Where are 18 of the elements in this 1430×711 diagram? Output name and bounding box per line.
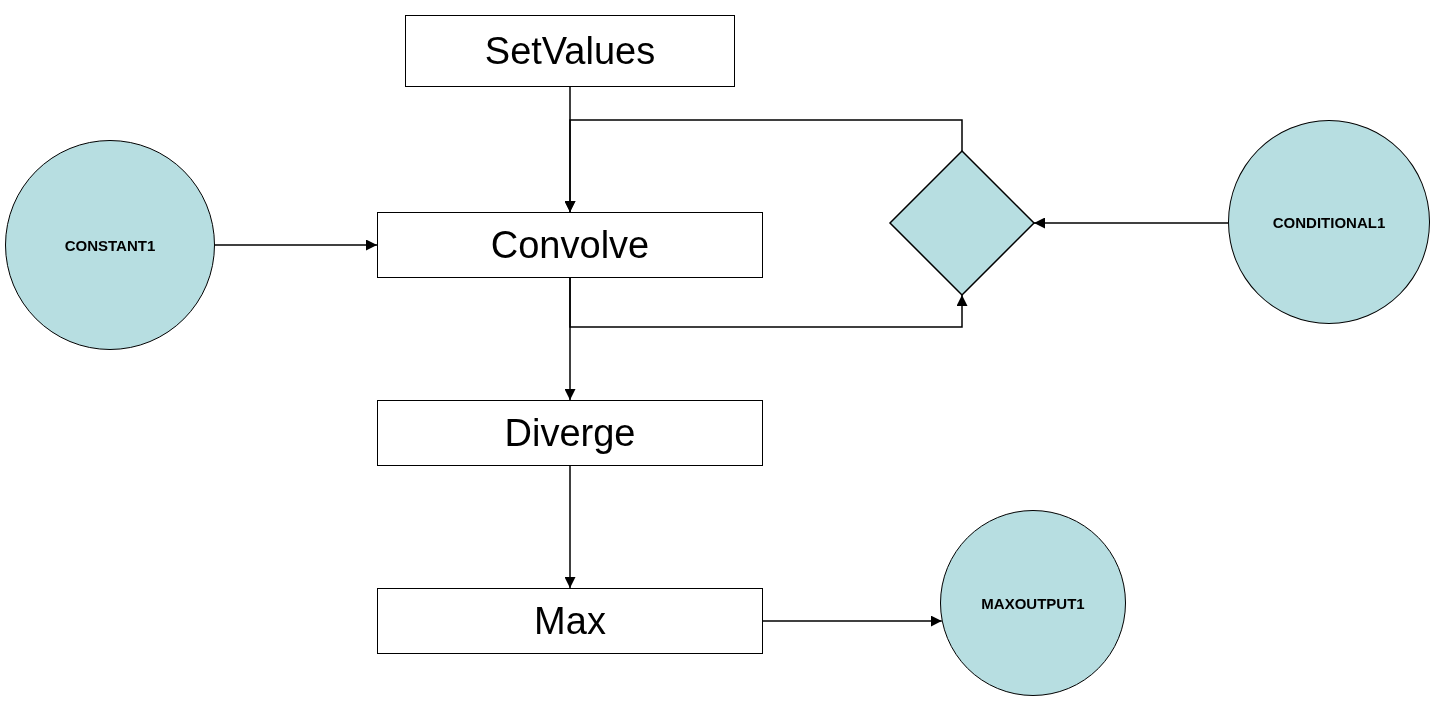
node-label: SetValues xyxy=(484,29,656,73)
process-box xyxy=(405,15,735,87)
arrow xyxy=(1033,217,1229,229)
node-label: CONSTANT1 xyxy=(64,236,156,254)
arrow xyxy=(564,119,963,213)
arrow xyxy=(214,239,378,251)
arrow xyxy=(564,465,576,589)
process-box xyxy=(377,400,763,466)
node-label: Diverge xyxy=(504,411,636,455)
process-box xyxy=(377,212,763,278)
node-label: Convolve xyxy=(490,223,650,267)
arrow xyxy=(564,277,576,401)
node-label: MAXOUTPUT1 xyxy=(981,594,1085,612)
node-label: CONDITIONAL1 xyxy=(1272,213,1386,231)
arrow xyxy=(762,615,943,627)
node-label: Max xyxy=(534,599,606,643)
process-box xyxy=(377,588,763,654)
decision-diamond xyxy=(890,151,1034,295)
